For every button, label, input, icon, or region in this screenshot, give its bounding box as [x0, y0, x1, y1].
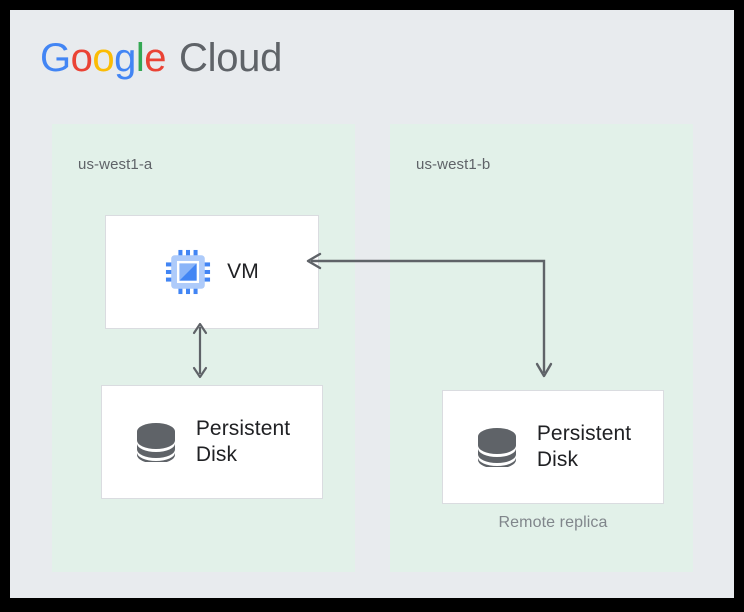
logo-letter-l: l	[135, 36, 145, 80]
resource-card-vm[interactable]: VM	[105, 215, 319, 329]
resource-card-persistent-disk-replica[interactable]: Persistent Disk	[442, 390, 664, 504]
persistent-disk-icon	[475, 427, 519, 467]
zone-label-us-west1-b: us-west1-b	[416, 156, 491, 173]
resource-label-persistent-disk-primary: Persistent Disk	[195, 416, 291, 466]
resource-card-persistent-disk-primary[interactable]: Persistent Disk	[101, 385, 323, 499]
zone-panel-us-west1-a: us-west1-a	[52, 124, 355, 572]
logo-letter-g2: g	[114, 36, 136, 80]
google-wordmark: G o o g l e	[40, 36, 167, 80]
persistent-disk-icon	[134, 422, 178, 462]
zone-label-us-west1-a: us-west1-a	[78, 156, 153, 173]
logo-letter-o2: o	[92, 36, 115, 80]
logo-letter-e: e	[144, 36, 167, 80]
diagram-canvas: G o o g l e Cloud us-west1-a	[10, 10, 734, 598]
remote-replica-caption: Remote replica	[498, 514, 608, 531]
google-cloud-logo: G o o g l e Cloud	[40, 38, 282, 90]
compute-engine-chip-icon	[165, 249, 211, 295]
logo-letter-o1: o	[70, 36, 93, 80]
zone-panel-us-west1-b: us-west1-b Persistent Disk Remote r	[390, 124, 693, 572]
resource-label-persistent-disk-replica: Persistent Disk	[536, 421, 632, 471]
cloud-wordmark: Cloud	[179, 36, 283, 80]
resource-label-vm: VM	[227, 259, 259, 283]
logo-letter-g1: G	[40, 36, 71, 80]
